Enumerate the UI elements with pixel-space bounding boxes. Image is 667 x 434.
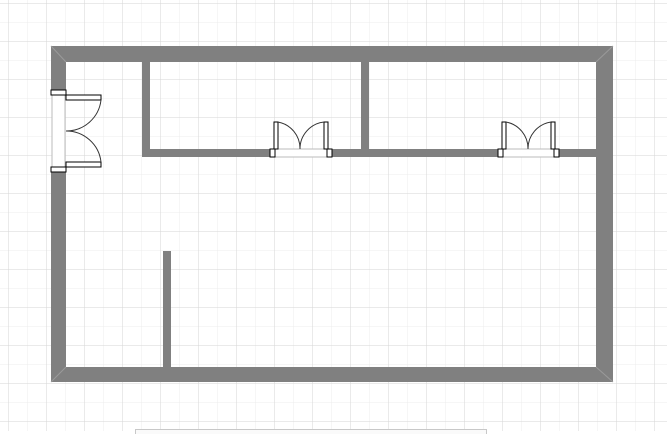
outer-wall-left-upper[interactable] xyxy=(51,46,66,92)
interior-wall-vertical-left[interactable] xyxy=(142,62,150,157)
outer-wall-top[interactable] xyxy=(51,46,613,62)
interior-wall-horizontal-c[interactable] xyxy=(557,149,596,157)
wall-corner-lines xyxy=(50,45,614,383)
interior-wall-horizontal-b[interactable] xyxy=(330,149,500,157)
partition-wall-stub[interactable] xyxy=(163,251,171,367)
outer-wall-left-lower[interactable] xyxy=(51,170,66,382)
double-door-left[interactable] xyxy=(50,89,102,173)
horizontal-scrollbar[interactable] xyxy=(135,429,487,434)
outer-wall-right[interactable] xyxy=(596,46,613,382)
interior-wall-vertical-middle[interactable] xyxy=(361,62,369,157)
double-door-room-2[interactable] xyxy=(497,121,560,158)
double-door-room-1[interactable] xyxy=(269,121,333,158)
walls[interactable] xyxy=(51,46,613,382)
interior-wall-horizontal-a[interactable] xyxy=(142,149,272,157)
outer-wall-bottom[interactable] xyxy=(51,367,613,382)
